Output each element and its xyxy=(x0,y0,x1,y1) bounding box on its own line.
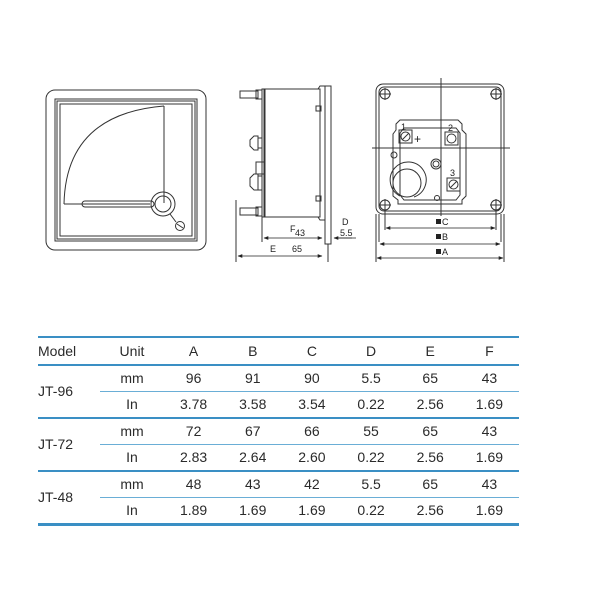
dim-d-label: D xyxy=(342,217,349,227)
value-cell: 90 xyxy=(282,365,342,392)
value-cell: 3.78 xyxy=(179,396,208,412)
square-marker-icon xyxy=(436,219,441,224)
unit-cell: mm xyxy=(100,365,164,392)
value-cell: 91 xyxy=(223,365,283,392)
table-row: JT-72 mm 72 67 66 55 65 43 xyxy=(38,418,519,452)
side-view xyxy=(235,85,332,262)
square-marker-icon xyxy=(436,249,441,254)
table-row: In 2.83 2.64 2.60 0.22 2.56 1.69 xyxy=(38,445,519,471)
value-cell: 72 xyxy=(164,418,224,445)
value-cell: 43 xyxy=(223,471,283,498)
header-model: Model xyxy=(38,342,77,359)
technical-drawings: F 43 E 65 D 5.5 xyxy=(45,78,510,262)
side-dimensions xyxy=(237,236,356,258)
value-cell: 65 xyxy=(400,471,460,498)
terminal-2-label: 2 xyxy=(448,123,453,133)
value-cell: 43 xyxy=(459,471,519,498)
value-cell: 5.5 xyxy=(341,471,401,498)
table-row: In 1.89 1.69 1.69 0.22 2.56 1.69 xyxy=(38,498,519,525)
value-cell: 3.54 xyxy=(298,396,326,412)
dim-c-label: C xyxy=(442,217,449,227)
rear-view xyxy=(372,78,510,262)
unit-cell: mm xyxy=(100,418,164,445)
header-d: D xyxy=(365,342,377,359)
header-unit: Unit xyxy=(119,342,145,359)
dim-d-value: 5.5 xyxy=(340,228,353,238)
rear-dimensions xyxy=(376,226,504,260)
value-cell: 65 xyxy=(400,365,460,392)
value-cell: 1.69 xyxy=(475,449,504,465)
table-row: In 3.78 3.58 3.54 0.22 2.56 1.69 xyxy=(38,392,519,418)
value-cell: 1.69 xyxy=(475,502,504,518)
value-cell: 42 xyxy=(282,471,342,498)
terminal-1-label: 1 xyxy=(401,122,406,132)
value-cell: 5.5 xyxy=(341,365,401,392)
value-cell: 1.69 xyxy=(239,502,267,518)
value-cell: 96 xyxy=(164,365,224,392)
dimension-drawing: F 43 E 65 D 5.5 xyxy=(45,78,510,262)
value-cell: 2.56 xyxy=(416,396,444,412)
header-c: C xyxy=(306,342,317,359)
dim-f-value: 43 xyxy=(295,228,305,238)
header-b: B xyxy=(248,342,258,359)
dimension-spec-table: Model Unit A B C D E F JT-96 mm 96 91 90… xyxy=(38,336,519,526)
value-cell: 0.22 xyxy=(357,502,385,518)
terminal-3-label: 3 xyxy=(450,168,455,178)
model-cell: JT-96 xyxy=(38,383,74,399)
value-cell: 2.60 xyxy=(298,449,326,465)
table-row: JT-48 mm 48 43 42 5.5 65 43 xyxy=(38,471,519,505)
model-cell: JT-72 xyxy=(38,436,74,452)
table-row: JT-96 mm 96 91 90 5.5 65 43 xyxy=(38,365,519,399)
unit-cell: In xyxy=(126,502,138,518)
value-cell: 2.56 xyxy=(416,449,444,465)
terminal-1-plus: + xyxy=(414,132,421,146)
value-cell: 0.22 xyxy=(357,396,385,412)
value-cell: 1.69 xyxy=(298,502,326,518)
front-view xyxy=(45,89,207,251)
value-cell: 43 xyxy=(459,418,519,445)
model-cell: JT-48 xyxy=(38,489,74,505)
value-cell: 1.89 xyxy=(179,502,208,518)
value-cell: 1.69 xyxy=(475,396,504,412)
table-header-row: Model Unit A B C D E F xyxy=(38,337,519,365)
value-cell: 3.58 xyxy=(239,396,267,412)
dim-a-label: A xyxy=(442,247,448,257)
dim-b-label: B xyxy=(442,232,448,242)
square-marker-icon xyxy=(436,234,441,239)
dim-f-label: F xyxy=(290,224,296,234)
unit-cell: In xyxy=(126,449,138,465)
value-cell: 43 xyxy=(459,365,519,392)
value-cell: 67 xyxy=(223,418,283,445)
value-cell: 55 xyxy=(341,418,401,445)
header-e: E xyxy=(425,342,435,359)
value-cell: 0.22 xyxy=(357,449,385,465)
value-cell: 48 xyxy=(164,471,224,498)
header-f: F xyxy=(485,342,494,359)
header-a: A xyxy=(188,342,199,359)
unit-cell: mm xyxy=(100,471,164,498)
value-cell: 2.83 xyxy=(179,449,208,465)
unit-cell: In xyxy=(126,396,138,412)
value-cell: 2.56 xyxy=(416,502,444,518)
dim-e-label: E xyxy=(270,244,276,254)
value-cell: 66 xyxy=(282,418,342,445)
dim-e-value: 65 xyxy=(292,244,302,254)
value-cell: 2.64 xyxy=(239,449,267,465)
value-cell: 65 xyxy=(400,418,460,445)
